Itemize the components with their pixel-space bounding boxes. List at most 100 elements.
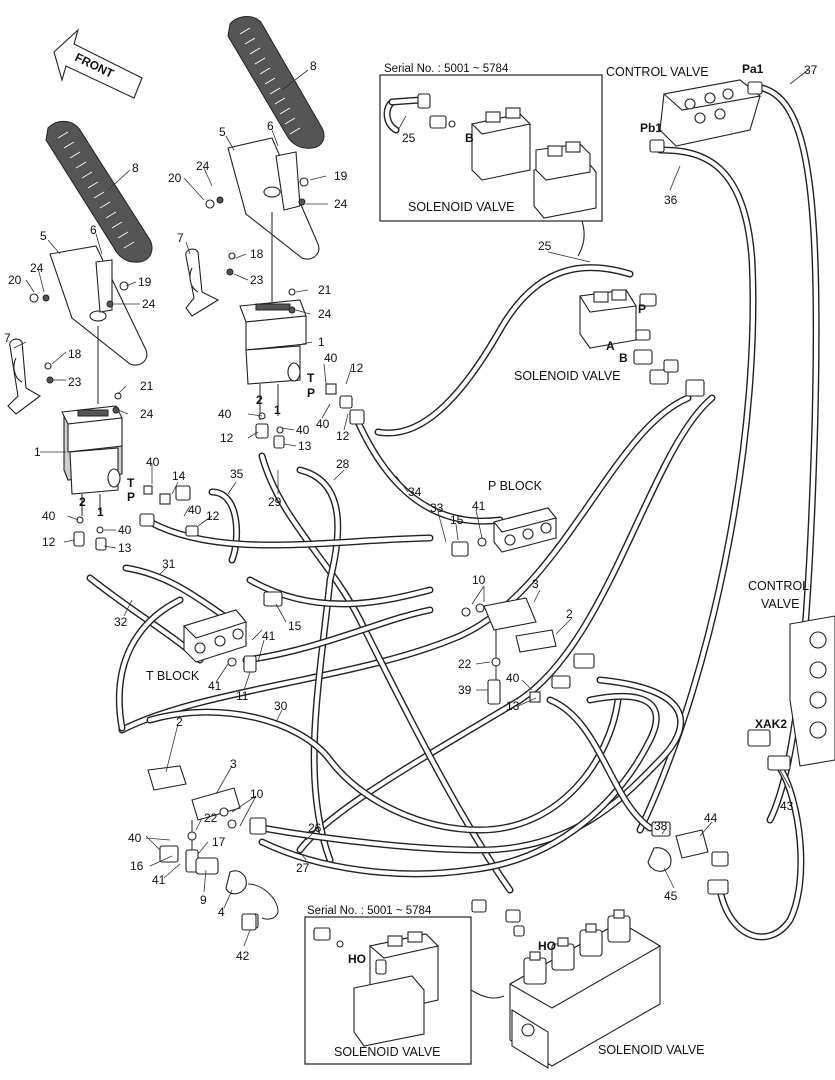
pedal-plate-left xyxy=(49,245,148,404)
callout: 12 xyxy=(220,431,234,445)
control-valve-right xyxy=(747,615,835,771)
callout: 40 xyxy=(506,671,520,685)
callout: 21 xyxy=(140,379,154,393)
callout: 6 xyxy=(267,119,274,133)
callout: 41 xyxy=(472,499,486,513)
connector-42 xyxy=(241,913,257,931)
callout: 4 xyxy=(218,905,225,919)
inset-bottom-caption: SOLENOID VALVE xyxy=(334,1045,441,1059)
callout: 40 xyxy=(296,423,310,437)
solenoid-valve-mid xyxy=(579,289,705,397)
callout: 24 xyxy=(30,261,44,275)
callout: 19 xyxy=(334,169,348,183)
caption-solenoid-valve-bottom: SOLENOID VALVE xyxy=(598,1043,705,1057)
callout: 40 xyxy=(316,417,330,431)
callout: 20 xyxy=(168,171,182,185)
port-1-right: 1 xyxy=(274,403,281,417)
fittings-right xyxy=(255,383,365,449)
callout: 41 xyxy=(262,629,276,643)
callout: 12 xyxy=(336,429,350,443)
pedal-pad-right xyxy=(227,16,325,149)
inset-bottom-solenoid: Serial No. : 5001 ~ 5784 HO SOLENOID VAL… xyxy=(304,905,505,1065)
port-a: A xyxy=(606,339,615,353)
leader-lines xyxy=(13,69,809,947)
inset-top-caption: SOLENOID VALVE xyxy=(408,200,515,214)
caption-solenoid-valve-mid: SOLENOID VALVE xyxy=(514,369,621,383)
p-block xyxy=(451,507,557,557)
callout: 10 xyxy=(472,573,486,587)
caption-control-valve-top: CONTROL VALVE xyxy=(606,65,709,79)
callout: 38 xyxy=(654,819,668,833)
callout: 16 xyxy=(130,859,144,873)
port-ho: HO xyxy=(538,939,556,953)
callout: 10 xyxy=(250,787,264,801)
callout: 13 xyxy=(506,699,520,713)
callout: 23 xyxy=(68,375,82,389)
callout: 13 xyxy=(118,541,132,555)
callout: 1 xyxy=(34,445,41,459)
callout: 25 xyxy=(402,131,416,145)
callout: 15 xyxy=(288,619,302,633)
callout: 3 xyxy=(532,577,539,591)
callout: 40 xyxy=(118,523,132,537)
caption-p-block: P BLOCK xyxy=(488,479,543,493)
callout: 5 xyxy=(40,229,47,243)
divider-assembly-left xyxy=(147,765,279,929)
callout: 41 xyxy=(152,873,166,887)
callout: 40 xyxy=(128,831,142,845)
callout: 27 xyxy=(296,861,310,875)
pedal-valve-left xyxy=(61,405,123,516)
callout: 41 xyxy=(208,679,222,693)
callout: 17 xyxy=(212,835,226,849)
port-pb1: Pb1 xyxy=(640,121,662,135)
callout: 9 xyxy=(200,893,207,907)
port-t-right: T xyxy=(307,371,315,385)
callout: 8 xyxy=(310,59,317,73)
port-p-left: P xyxy=(127,490,135,504)
callout: 29 xyxy=(268,495,282,509)
callout: 40 xyxy=(42,509,56,523)
port-b: B xyxy=(619,351,628,365)
callout: 15 xyxy=(450,513,464,527)
solenoid-valve-manifold-bottom xyxy=(471,899,662,1069)
callout: 28 xyxy=(336,457,350,471)
callout: 39 xyxy=(458,683,472,697)
callout: 45 xyxy=(664,889,678,903)
callout: 40 xyxy=(188,503,202,517)
control-valve-top xyxy=(649,79,763,153)
port-2-left: 2 xyxy=(79,495,86,509)
t-block xyxy=(182,591,283,673)
port-pa1: Pa1 xyxy=(742,62,764,76)
caption-control-valve-right-2: VALVE xyxy=(761,597,799,611)
pedal-hardware xyxy=(29,177,309,414)
captions: CONTROL VALVE CONTROL VALVE SOLENOID VAL… xyxy=(146,65,809,1057)
port-1-left: 1 xyxy=(97,505,104,519)
callout: 11 xyxy=(236,689,249,703)
callout: 33 xyxy=(430,501,444,515)
callout: 24 xyxy=(334,197,348,211)
callout: 1 xyxy=(318,335,325,349)
inset-top-port-b: B xyxy=(465,131,474,145)
port-2-right: 2 xyxy=(256,393,263,407)
inset-top-solenoid: Serial No. : 5001 ~ 5784 B SOLENOID VALV… xyxy=(379,63,603,257)
hoses xyxy=(86,84,820,941)
callout: 24 xyxy=(318,307,332,321)
callout: 34 xyxy=(408,485,422,499)
callout: 32 xyxy=(114,615,128,629)
callout: 37 xyxy=(804,63,818,77)
callout: 25 xyxy=(538,239,552,253)
callout: 12 xyxy=(206,509,220,523)
callout: 7 xyxy=(177,231,184,245)
callout: 6 xyxy=(90,223,97,237)
callout: 18 xyxy=(68,347,82,361)
port-xak2: XAK2 xyxy=(755,717,787,731)
callout: 43 xyxy=(780,799,794,813)
callout: 12 xyxy=(350,361,364,375)
callout: 19 xyxy=(138,275,152,289)
callout: 21 xyxy=(318,283,332,297)
divider-assembly-right xyxy=(461,597,595,705)
bracket-left xyxy=(7,338,41,415)
inset-top-serial: Serial No. : 5001 ~ 5784 xyxy=(384,63,509,75)
callout: 24 xyxy=(142,297,156,311)
callout: 31 xyxy=(162,557,176,571)
